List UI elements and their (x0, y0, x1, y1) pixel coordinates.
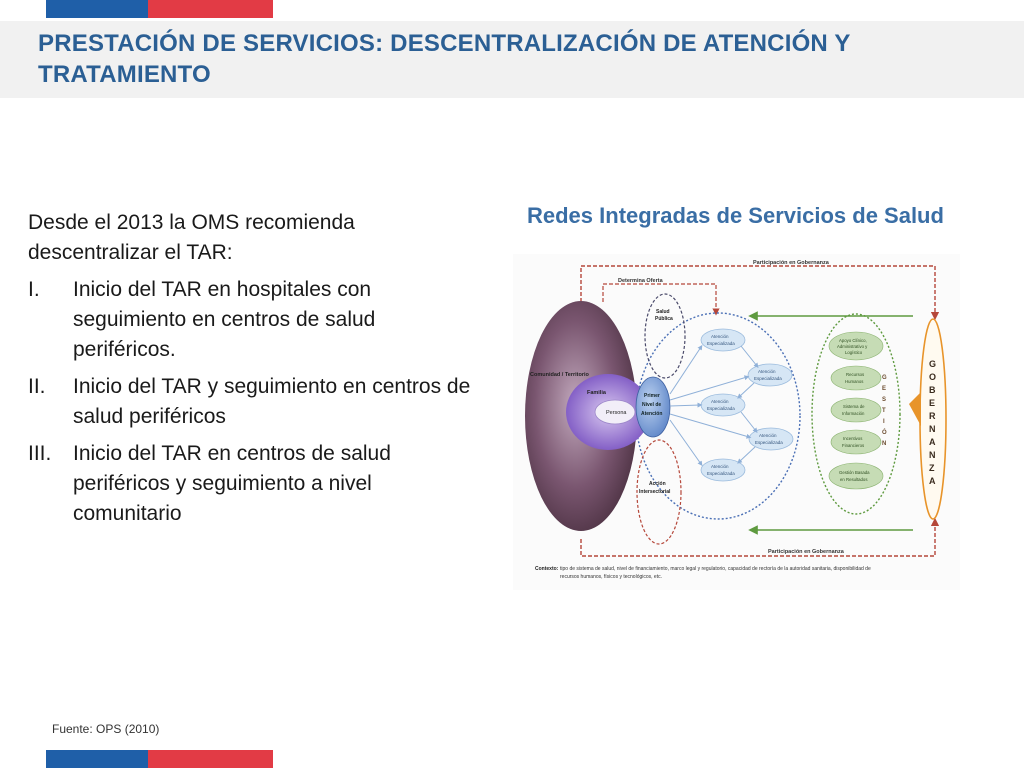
primer-nivel-ellipse (635, 376, 671, 438)
primer-nivel-label-3: Atención (641, 411, 662, 417)
support-item: Incentivos Financieros (830, 429, 882, 455)
comunidad-label: Comunidad / Territorio (530, 372, 590, 378)
list-item: III. Inicio del TAR en centros de salud … (28, 439, 478, 529)
svg-text:I: I (883, 419, 885, 425)
intro-text: Desde el 2013 la OMS recomienda descentr… (28, 211, 355, 264)
determina-oferta-arrow (602, 283, 720, 316)
determina-oferta-label: Determina Oferta (618, 278, 664, 284)
riss-diagram: Participación en Gobernanza Determina Of… (513, 254, 960, 590)
contexto-label: Contexto: (535, 566, 559, 572)
svg-text:Humanos: Humanos (845, 379, 863, 384)
primer-nivel-label-1: Primer (644, 393, 660, 399)
top-governance-arrow (580, 265, 940, 321)
svg-text:Gestión Basada: Gestión Basada (839, 470, 870, 475)
svg-text:Logístico: Logístico (845, 350, 863, 355)
svg-text:Apoyo Clínico,: Apoyo Clínico, (839, 338, 867, 343)
list-text: Inicio del TAR en hospitales con seguimi… (73, 278, 376, 361)
flag-stripe-bottom (46, 750, 273, 768)
network-arrows (669, 344, 759, 467)
svg-text:Especializada: Especializada (707, 471, 735, 476)
list-text: Inicio del TAR y seguimiento en centros … (73, 375, 471, 428)
list-item: I. Inicio del TAR en hospitales con segu… (28, 275, 478, 365)
svg-text:R: R (929, 411, 936, 421)
list-number: III. (28, 442, 52, 465)
list-item: II. Inicio del TAR y seguimiento en cent… (28, 372, 478, 432)
svg-text:Atención: Atención (758, 369, 776, 374)
support-item: Sistema de Información (830, 397, 882, 423)
title-bar (0, 21, 1024, 98)
svg-text:Información: Información (842, 411, 865, 416)
bottom-governance-label: Participación en Gobernanza (768, 549, 845, 555)
body-text: Desde el 2013 la OMS recomienda descentr… (28, 208, 478, 536)
support-item: Gestión Basada en Resultados (828, 462, 884, 490)
svg-text:Z: Z (929, 463, 935, 473)
list-text: Inicio del TAR en centros de salud perif… (73, 442, 391, 525)
svg-text:B: B (929, 385, 936, 395)
svg-text:T: T (882, 408, 886, 414)
network-circle (635, 312, 801, 520)
especializada-node: Atención Especializada (747, 363, 793, 387)
svg-text:G: G (882, 375, 887, 381)
svg-text:S: S (882, 397, 886, 403)
especializada-node: Atención Especializada (700, 393, 746, 417)
top-governance-label: Participación en Gobernanza (753, 260, 830, 266)
svg-text:Atención: Atención (711, 464, 729, 469)
svg-text:A: A (929, 476, 936, 486)
salud-publica-label-2: Pública (655, 316, 673, 322)
svg-text:Especializada: Especializada (755, 440, 783, 445)
support-item: Recursos Humanos (830, 365, 882, 391)
contexto-text-line-2: recursos humanos, físicos y tecnológicos… (560, 574, 662, 580)
svg-text:E: E (882, 386, 886, 392)
svg-text:G: G (929, 359, 936, 369)
svg-text:E: E (929, 398, 935, 408)
support-ellipse (811, 313, 901, 515)
svg-text:N: N (882, 441, 886, 447)
svg-text:Especializada: Especializada (707, 341, 735, 346)
svg-text:Administrativo y: Administrativo y (837, 344, 868, 349)
svg-text:Ó: Ó (882, 428, 887, 436)
svg-text:en Resultados: en Resultados (840, 477, 867, 482)
list-number: II. (28, 375, 46, 398)
svg-text:Sistema de: Sistema de (843, 404, 865, 409)
svg-text:N: N (929, 450, 936, 460)
svg-text:A: A (929, 437, 936, 447)
svg-text:N: N (929, 424, 936, 434)
contexto-text-line-1: tipo de sistema de salud, nivel de finan… (560, 566, 871, 572)
support-item: Apoyo Clínico, Administrativo y Logístic… (828, 331, 884, 361)
source-footnote: Fuente: OPS (2010) (52, 722, 160, 736)
slide-title: PRESTACIÓN DE SERVICIOS: DESCENTRALIZACI… (38, 30, 851, 88)
especializada-node: Atención Especializada (700, 458, 746, 482)
svg-text:Atención: Atención (759, 433, 777, 438)
accion-label-1: Acción (649, 481, 666, 487)
familia-label: Familia (587, 390, 607, 396)
gobernanza-arrow (909, 392, 921, 426)
salud-publica-ellipse (644, 293, 686, 379)
especializada-node: Atención Especializada (700, 328, 746, 352)
salud-publica-label-1: Salud (656, 309, 670, 315)
flag-stripe-top (46, 0, 273, 18)
svg-text:Atención: Atención (711, 399, 729, 404)
accion-label-2: Intersectorial (639, 489, 671, 495)
persona-label: Persona (606, 410, 627, 416)
svg-text:Financieros: Financieros (842, 443, 864, 448)
svg-text:Recursos: Recursos (846, 372, 864, 377)
svg-text:Especializada: Especializada (754, 376, 782, 381)
svg-text:Incentivos: Incentivos (843, 436, 862, 441)
diagram-heading: Redes Integradas de Servicios de Salud (527, 203, 944, 228)
persona-ellipse (594, 399, 636, 425)
gestion-letters: G E S T I Ó N (882, 375, 887, 447)
especializada-node: Atención Especializada (748, 427, 794, 451)
primer-nivel-label-2: Nivel de (642, 402, 661, 408)
accion-intersectorial-ellipse (636, 439, 682, 545)
list-number: I. (28, 278, 40, 301)
svg-text:Especializada: Especializada (707, 406, 735, 411)
svg-text:O: O (929, 372, 936, 382)
svg-text:Atención: Atención (711, 334, 729, 339)
bottom-governance-arrow (580, 517, 940, 557)
gobernanza-letters: G O B E R N A N Z A (929, 359, 936, 486)
